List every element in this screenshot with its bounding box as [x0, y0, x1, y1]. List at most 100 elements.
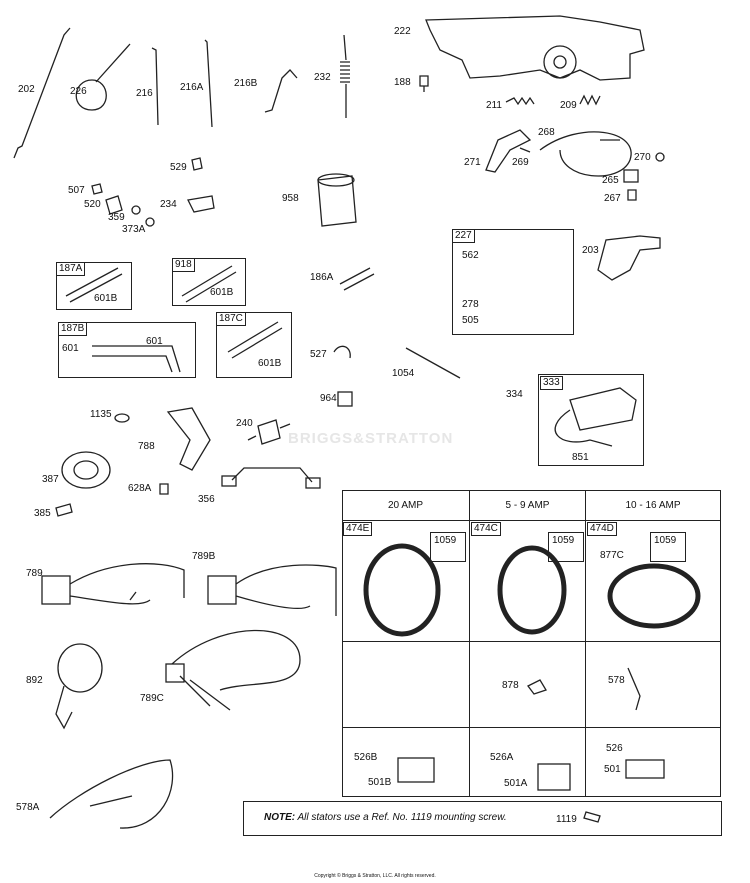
- table-cell: [470, 490, 586, 521]
- kit-474e-tag: 474E: [343, 522, 373, 536]
- label-334: 334: [506, 389, 523, 400]
- label-601-a: 601: [62, 343, 79, 354]
- label-278: 278: [462, 299, 479, 310]
- part-186a-fitting: [339, 267, 375, 291]
- label-222: 222: [394, 26, 411, 37]
- part-268-cable: [539, 131, 632, 177]
- part-578a-harness: [49, 759, 174, 829]
- label-211: 211: [486, 100, 502, 111]
- part-892-switch: [57, 643, 103, 693]
- part-474e-stator: [363, 543, 441, 637]
- part-265: [623, 169, 639, 183]
- label-267: 267: [604, 193, 621, 204]
- part-1054-tie: [405, 347, 461, 379]
- label-526b: 526B: [354, 752, 378, 763]
- part-501a-regulator: [537, 763, 571, 791]
- label-232: 232: [314, 72, 331, 83]
- label-203: 203: [582, 245, 599, 256]
- note-text: NOTE: All stators use a Ref. No. 1119 mo…: [264, 812, 507, 823]
- table-cell: [586, 490, 721, 521]
- table-cell: [586, 521, 721, 642]
- label-234: 234: [160, 199, 177, 210]
- label-505: 505: [462, 315, 479, 326]
- table-cell: [586, 642, 721, 728]
- table-cell: [470, 642, 586, 728]
- kit-333-tag: 333: [540, 376, 563, 390]
- table-cell: [586, 728, 721, 797]
- kit-1059-box-a: [430, 532, 466, 562]
- part-333-coil: [569, 387, 637, 431]
- label-578a: 578A: [16, 802, 40, 813]
- label-356: 356: [198, 494, 215, 505]
- part-507: [91, 183, 103, 195]
- label-958: 958: [282, 193, 299, 204]
- part-385-screw: [55, 503, 73, 517]
- part-501-regulator: [625, 759, 665, 779]
- part-520: [105, 195, 123, 215]
- kit-474c-tag: 474C: [471, 522, 501, 536]
- label-527: 527: [310, 349, 327, 360]
- label-601b-c: 601B: [258, 358, 282, 369]
- label-1054: 1054: [392, 368, 415, 379]
- kit-1059-box-c: [650, 532, 686, 562]
- label-269: 269: [512, 157, 529, 168]
- header-10-16-amp: 10 - 16 AMP: [625, 500, 681, 511]
- label-851: 851: [572, 452, 589, 463]
- label-507: 507: [68, 185, 85, 196]
- part-527-clip: [333, 345, 351, 359]
- label-268: 268: [538, 127, 555, 138]
- label-878: 878: [502, 680, 519, 691]
- label-216: 216: [136, 88, 153, 99]
- label-529: 529: [170, 162, 187, 173]
- part-628a-screw: [159, 483, 169, 495]
- table-cell: [470, 728, 586, 797]
- label-202: 202: [18, 84, 35, 95]
- part-878: [527, 679, 547, 695]
- kit-1059-tag-a: 1059: [434, 535, 457, 546]
- kit-227-tag: 227: [452, 229, 475, 243]
- label-501: 501: [604, 764, 621, 775]
- table-cell: [342, 490, 470, 521]
- part-187b-hose: [92, 345, 181, 373]
- kit-187c-tag: 187C: [216, 312, 246, 326]
- label-1135: 1135: [90, 409, 112, 420]
- kit-918-tag: 918: [172, 258, 195, 272]
- label-216b: 216B: [234, 78, 258, 89]
- note-body: All stators use a Ref. No. 1119 mounting…: [295, 812, 507, 823]
- note-box: [243, 801, 722, 836]
- part-474c-stator: [497, 545, 567, 635]
- part-216-rod: [151, 47, 159, 126]
- table-cell: [342, 728, 470, 797]
- kit-187a-box: [56, 262, 132, 310]
- note-label: NOTE:: [264, 812, 296, 823]
- part-958-solenoid: [317, 175, 357, 227]
- header-20-amp: 20 AMP: [387, 500, 424, 511]
- part-187c-hose: [227, 321, 283, 359]
- part-222-governor: [543, 45, 577, 79]
- watermark: BRIGGS&STRATTON: [288, 430, 454, 447]
- table-cell: [342, 521, 470, 642]
- part-356-harness: [231, 467, 313, 483]
- part-188-bolt: [419, 75, 429, 92]
- kit-474d-tag: 474D: [587, 522, 617, 536]
- part-474d-stator: [607, 563, 701, 629]
- kit-187c-box: [216, 312, 292, 378]
- part-387-pump: [61, 451, 111, 489]
- kit-187a-tag: 187A: [56, 262, 86, 276]
- part-240-filter: [247, 419, 291, 445]
- label-209: 209: [560, 100, 577, 111]
- copyright: Copyright © Briggs & Stratton, LLC. All …: [314, 873, 436, 879]
- label-387: 387: [42, 474, 59, 485]
- part-203-bracket: [597, 235, 661, 281]
- label-271: 271: [464, 157, 481, 168]
- part-271-lever: [485, 129, 532, 173]
- label-526a: 526A: [490, 752, 514, 763]
- table-cell: [470, 521, 586, 642]
- part-1135-washer: [114, 413, 130, 423]
- part-918-hose: [181, 265, 237, 303]
- part-529-clip: [191, 157, 203, 171]
- label-789: 789: [26, 568, 43, 579]
- part-211-spring: [505, 96, 535, 106]
- part-202-rod: [13, 27, 71, 159]
- label-270: 270: [634, 152, 651, 163]
